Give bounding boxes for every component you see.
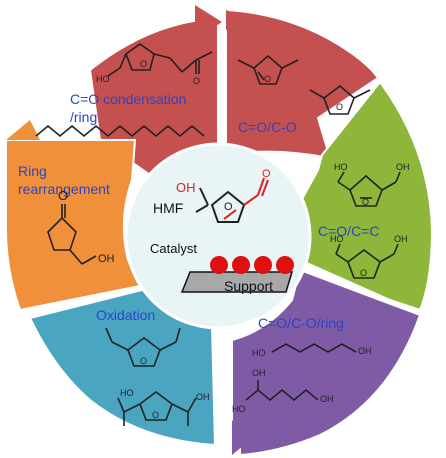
molecule-fdca-oh: OH — [196, 392, 210, 402]
molecule-hexanediol-oh: OH — [358, 346, 372, 356]
hmf-aldehyde-o-label: O — [262, 168, 271, 180]
molecule-bhmthf — [335, 243, 399, 279]
label-ring-line2: rearrangement — [18, 181, 110, 197]
catalyst-ball-3 — [254, 256, 272, 274]
molecule-hexanediol-ho: HO — [252, 348, 266, 358]
catalyst-ball-2 — [232, 256, 250, 274]
molecule-cyclopentanone-oh: OH — [98, 253, 115, 265]
center-circle — [124, 142, 312, 330]
molecule-dimethyl-thf-o: O — [336, 102, 343, 112]
label-c-o-condensation-line2: /ring — [70, 109, 97, 125]
catalyst-label: Catalyst — [150, 241, 197, 256]
molecule-condensation-o: O — [140, 59, 147, 69]
molecule-bhmf-oh: OH — [396, 162, 410, 172]
segment-c-o-c-o-arrow — [226, 10, 246, 30]
label-ring-line1: Ring — [18, 163, 47, 179]
catalyst-ball-1 — [210, 256, 228, 274]
molecule-dimethylfuran — [237, 54, 299, 85]
molecule-alkane-chain — [35, 124, 205, 138]
hmf-molecule — [195, 177, 269, 223]
molecule-bhmthf-oh: OH — [394, 234, 408, 244]
molecule-dff — [105, 327, 181, 367]
molecule-dff-o: O — [140, 356, 147, 366]
molecule-bhmthf-o: O — [360, 268, 367, 278]
molecule-fdca — [117, 391, 197, 426]
label-c-o-c-o: C=O/C-O — [238, 119, 297, 135]
molecule-hexanetriol-ho: HO — [232, 404, 246, 414]
molecule-dimethyl-thf — [309, 84, 371, 115]
molecule-condensation-keto-o: O — [193, 76, 200, 86]
label-c-o-c-o-ring: C=O/C-O/ring — [258, 315, 344, 331]
molecule-bhmthf-ho: HO — [330, 234, 344, 244]
hmf-label: HMF — [153, 200, 183, 216]
label-c-o-c-c: C=O/C=C — [318, 223, 379, 239]
molecule-fdca-o: O — [152, 410, 159, 420]
molecule-bhmf-o: O — [362, 197, 369, 207]
molecule-condensation-ho: HO — [96, 74, 110, 84]
molecule-bhmf-ho: HO — [334, 162, 348, 172]
segment-c-o-c-o — [225, 8, 380, 160]
segment-ring-rearrangement-arrow — [6, 120, 40, 140]
molecule-cyclopentanone — [47, 204, 97, 265]
segment-c-o-c-o-ring — [231, 268, 422, 457]
support-label: Support — [224, 278, 273, 294]
molecule-fdca-ho: HO — [120, 388, 134, 398]
molecule-bhmf — [337, 171, 401, 207]
molecule-condensation-product — [107, 43, 213, 77]
molecule-hexanediol — [271, 343, 357, 353]
hmf-ring-o-label: O — [224, 201, 233, 213]
molecule-hexanetriol-oh-top: OH — [252, 368, 266, 378]
hmf-oh-label: OH — [176, 180, 196, 195]
molecule-hexanetriol-oh: OH — [320, 394, 334, 404]
molecule-dimethylfuran-o: O — [264, 74, 271, 84]
label-oxidation: Oxidation — [96, 307, 155, 323]
segment-c-o-c-o-ring-arrow — [232, 420, 250, 455]
catalyst-ball-4 — [276, 256, 294, 274]
molecule-cyclopentanone-o: O — [58, 188, 68, 203]
segment-c-o-condensation-arrow — [195, 5, 222, 40]
label-c-o-condensation-line1: C=O condensation — [70, 91, 186, 107]
